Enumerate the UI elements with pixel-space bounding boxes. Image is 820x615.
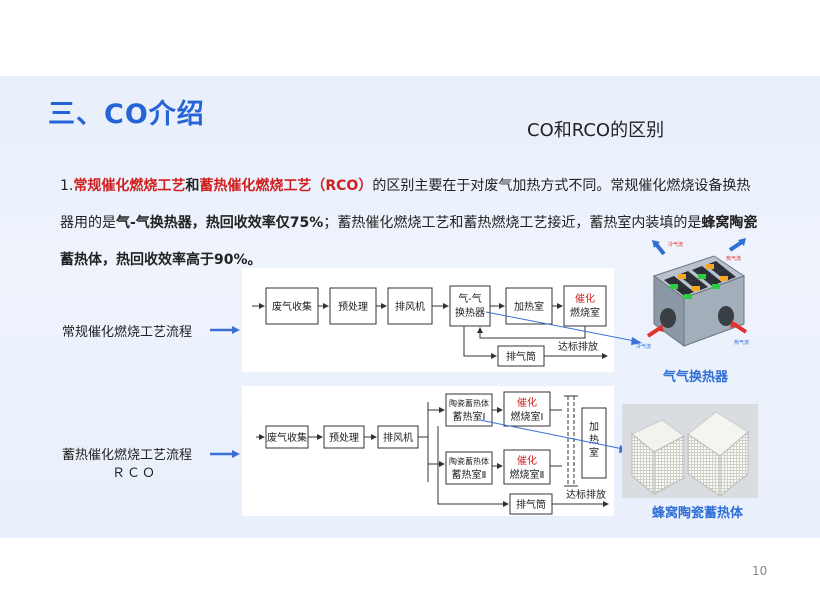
flow2-pointer-arrow [210, 450, 240, 458]
flow2-text-cat2b: 燃烧室Ⅱ [510, 468, 545, 481]
top-band [0, 0, 820, 76]
flow2-text-fan: 排风机 [383, 431, 413, 444]
flow2-text-heat3: 室 [589, 446, 599, 459]
flow2-text-regen1b: 蓄热室Ⅰ [453, 410, 486, 423]
flow1-label: 常规催化燃烧工艺流程 [62, 325, 193, 340]
flow1-text-heater: 加热室 [514, 300, 544, 313]
flow2-box-regen2 [445, 451, 493, 485]
flow2-label-rco: ＲＣＯ [112, 466, 158, 481]
flow2-diagram: 废气收集 预处理 排风机 陶瓷蓄热体 蓄热室Ⅰ 陶瓷蓄热体 蓄热室Ⅱ 催化 燃烧… [242, 386, 614, 516]
emphasis-gas-gas: 气-气换热器，热回收效率仅75% [116, 215, 324, 231]
page-number: 10 [752, 564, 768, 578]
bottom-band [0, 538, 820, 615]
flow2-text-heat1: 加 [589, 421, 599, 433]
flow2-text-emission: 达标排放 [566, 488, 606, 501]
flow1-text-fan: 排风机 [395, 300, 425, 313]
flow2-text-heat2: 热 [589, 433, 599, 446]
hx-tag-hot-out: 热气流 [726, 255, 741, 262]
hx-tag-cold-in: 冷气流 [668, 241, 683, 248]
ceramic-caption: 蜂窝陶瓷蓄热体 [652, 506, 744, 521]
flow1-pointer-arrow [210, 326, 240, 334]
flow2-text-cat1b: 燃烧室Ⅰ [511, 410, 544, 423]
heat-exchanger-caption: 气气换热器 [663, 370, 729, 385]
paragraph-lead: 1. [60, 178, 74, 194]
flow1-text-hx2: 换热器 [455, 306, 485, 319]
flow2-label: 蓄热催化燃烧工艺流程 [62, 448, 193, 463]
flow1-text-cat2: 燃烧室 [570, 306, 600, 319]
hx-tag-hot-in: 热气流 [734, 339, 749, 346]
flow1-text-cat1: 催化 [575, 292, 595, 305]
flow1-box-hx [449, 285, 491, 327]
flow1-box-fan [387, 287, 433, 325]
flow1-diagram: 废气收集 预处理 排风机 气-气 换热器 加热室 催化 燃烧室 排气筒 达标排放 [242, 268, 614, 372]
emphasis-conventional: 常规催化燃烧工艺 [73, 178, 186, 194]
hx-tag-cold-out: 冷气流 [636, 343, 651, 350]
paragraph-and: 和 [185, 178, 200, 194]
slide-subtitle: CO和RCO的区别 [527, 120, 665, 141]
flow2-text-stack: 排气筒 [516, 498, 546, 511]
emphasis-ceramic: 蜂窝陶瓷蓄热体，热回收效率高于90%。 [60, 215, 758, 268]
flow2-text-collect: 废气收集 [267, 431, 307, 444]
slide-title: 三、CO介绍 [48, 99, 205, 130]
ceramic-image [622, 404, 758, 498]
heat-exchanger-image: 冷气流 热气流 冷气流 热气流 [634, 236, 760, 362]
flow2-box-cat2 [503, 449, 551, 485]
flow1-text-emission: 达标排放 [558, 340, 598, 353]
intro-paragraph: 1.常规催化燃烧工艺和蓄热催化燃烧工艺（RCO）的区别主要在于对废气加热方式不同… [60, 168, 760, 279]
flow2-text-regen2a: 陶瓷蓄热体 [449, 456, 489, 466]
paragraph-text-1: 的区别主要在于对废气加热方式不同。常规催化燃烧设备换热器用的是 [60, 178, 751, 231]
flow2-text-cat1a: 催化 [517, 396, 537, 409]
flow2-text-cat2a: 催化 [517, 454, 537, 467]
flow1-text-hx1: 气-气 [458, 292, 482, 305]
flow1-box-collect [265, 287, 319, 325]
flow1-box-cat [563, 285, 607, 327]
paragraph-text-2: ；蓄热催化燃烧工艺和蓄热燃烧工艺接近，蓄热室内装填的是 [323, 215, 702, 231]
flow1-text-collect: 废气收集 [272, 300, 312, 313]
flow2-text-regen1a: 陶瓷蓄热体 [449, 398, 489, 408]
flow1-text-stack: 排气筒 [506, 350, 536, 363]
emphasis-rco: 蓄热催化燃烧工艺（RCO） [199, 178, 373, 194]
flow1-text-pre: 预处理 [338, 301, 368, 313]
flow2-text-regen2b: 蓄热室Ⅱ [452, 468, 487, 481]
flow2-text-pre: 预处理 [329, 432, 359, 444]
